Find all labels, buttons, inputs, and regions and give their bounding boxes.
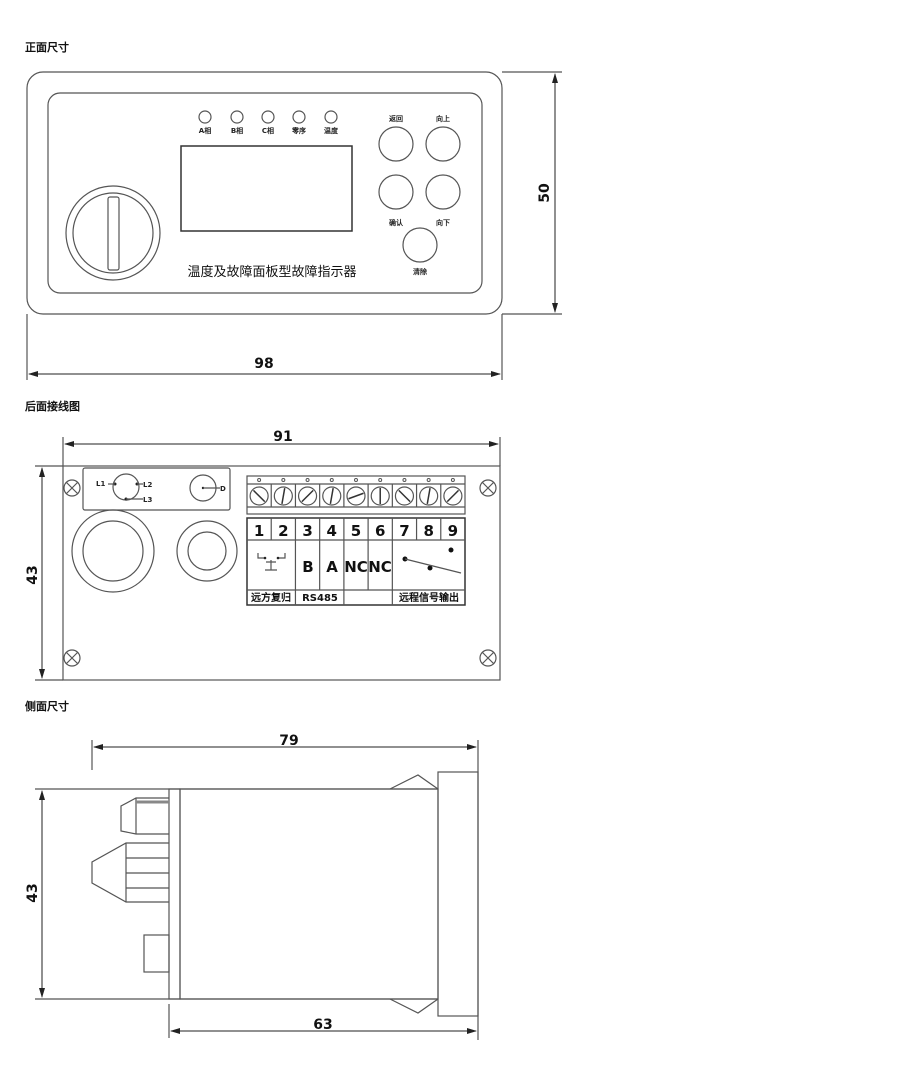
ct-label: L3 — [143, 496, 152, 504]
d-label: D — [220, 485, 226, 493]
clear-button — [402, 227, 438, 263]
led-a — [198, 110, 212, 124]
section-title-front: 正面尺寸 — [25, 40, 69, 54]
terminal-screw-icon — [443, 478, 463, 506]
top-connector — [120, 797, 169, 835]
up-button — [425, 126, 461, 162]
terminal-screw-icon — [370, 478, 390, 506]
dim-height-43: 43 — [25, 883, 41, 902]
down-button — [425, 174, 461, 210]
dim-width-98: 98 — [254, 356, 273, 372]
group-rs485: RS485 — [302, 593, 338, 604]
display-screen — [180, 145, 353, 232]
ct-label: L2 — [143, 481, 152, 489]
front-bezel — [437, 771, 479, 1017]
led-temp — [324, 110, 338, 124]
terminal-number: 5 — [351, 522, 361, 540]
terminal-function: B — [302, 558, 313, 576]
dim-width-91: 91 — [273, 429, 292, 445]
led-label: 零序 — [291, 126, 306, 135]
dim-depth-63: 63 — [313, 1017, 332, 1033]
terminal-number: 7 — [399, 522, 409, 540]
section-title-side: 侧面尺寸 — [25, 699, 69, 713]
led-zero — [292, 110, 306, 124]
screw-icon — [479, 479, 497, 497]
product-name: 温度及故障面板型故障指示器 — [187, 264, 356, 280]
terminal-screw-icon — [297, 478, 318, 506]
group-remote-reset: 远方复归 — [251, 591, 291, 604]
front-panel: A相 B相 C相 零序 温度 返回 向上 确认 向下 清除 温度及故障面板型故障… — [26, 71, 503, 315]
button-label: 向上 — [436, 114, 450, 123]
middle-connector — [91, 842, 169, 903]
terminal-function: A — [326, 558, 338, 576]
side-view — [35, 771, 479, 1017]
terminal-strip — [246, 475, 466, 515]
terminal-number: 8 — [423, 522, 433, 540]
front-dimensions: 50 98 — [26, 71, 562, 380]
side-dimensions: 79 43 63 — [25, 733, 479, 1040]
housing-body — [179, 788, 439, 1000]
ct-label: L1 — [96, 480, 105, 488]
rotary-knob — [65, 185, 161, 281]
led-indicators: A相 B相 C相 零序 温度 — [198, 110, 339, 135]
terminal-number: 1 — [254, 522, 264, 540]
terminal-screw-icon — [322, 478, 342, 506]
relay-contact-symbol — [402, 547, 462, 574]
button-label: 返回 — [389, 114, 403, 123]
ct-connector: L1 L2 L3 — [96, 473, 152, 504]
rear-panel: L1 L2 L3 D 远方复归 RS485 远 — [62, 465, 501, 681]
led-label: C相 — [262, 126, 274, 135]
dim-height-50: 50 — [537, 183, 553, 203]
group-remote-signal: 远程信号输出 — [399, 591, 459, 604]
terminal-function: NC — [368, 558, 392, 576]
confirm-button — [378, 174, 414, 210]
dim-height-43: 43 — [25, 565, 41, 584]
back-button — [378, 126, 414, 162]
led-label: B相 — [231, 126, 243, 135]
d-connector: D — [189, 474, 226, 502]
terminal-screw-icon — [394, 478, 415, 506]
large-port — [71, 509, 155, 593]
screw-icon — [479, 649, 497, 667]
rear-dimensions: 91 43 — [25, 429, 501, 681]
terminal-number: 4 — [327, 522, 337, 540]
led-label: A相 — [199, 126, 211, 135]
terminal-number: 9 — [448, 522, 458, 540]
terminal-screw-icon — [346, 478, 366, 506]
terminal-number: 2 — [278, 522, 288, 540]
reset-switch-symbol — [257, 553, 286, 571]
led-label: 温度 — [324, 126, 339, 135]
top-latch — [389, 774, 439, 790]
small-port — [176, 520, 238, 582]
section-title-rear: 后面接线图 — [25, 399, 80, 413]
led-b — [230, 110, 244, 124]
led-c — [261, 110, 275, 124]
terminal-screw-icon — [273, 478, 293, 506]
buttons: 返回 向上 确认 向下 清除 — [378, 114, 461, 276]
dim-depth-79: 79 — [279, 733, 298, 749]
button-label: 清除 — [413, 267, 428, 276]
terminal-number: 3 — [302, 522, 312, 540]
screw-icon — [63, 649, 81, 667]
terminal-number: 6 — [375, 522, 385, 540]
bottom-latch — [389, 998, 439, 1014]
button-label: 确认 — [389, 218, 404, 227]
screw-icon — [63, 479, 81, 497]
bottom-connector — [143, 934, 170, 973]
mount-screws — [63, 479, 497, 667]
terminal-screw-icon — [249, 478, 269, 506]
terminal-screw-icon — [419, 478, 439, 506]
button-label: 向下 — [436, 218, 450, 227]
terminal-function: NC — [344, 558, 368, 576]
